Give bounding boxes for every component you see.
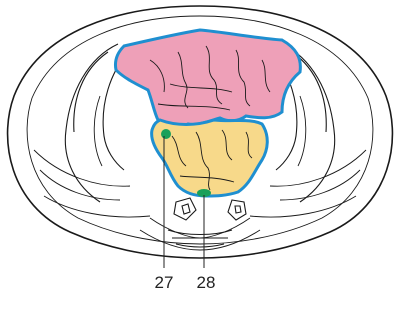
right-foramen [228, 200, 246, 220]
left-muscle-bands [34, 96, 150, 217]
upper-region-pink [115, 30, 300, 126]
label-28: 28 [197, 273, 216, 292]
left-foramen [174, 198, 196, 220]
marker-27-point [161, 129, 171, 139]
label-27: 27 [155, 273, 174, 292]
